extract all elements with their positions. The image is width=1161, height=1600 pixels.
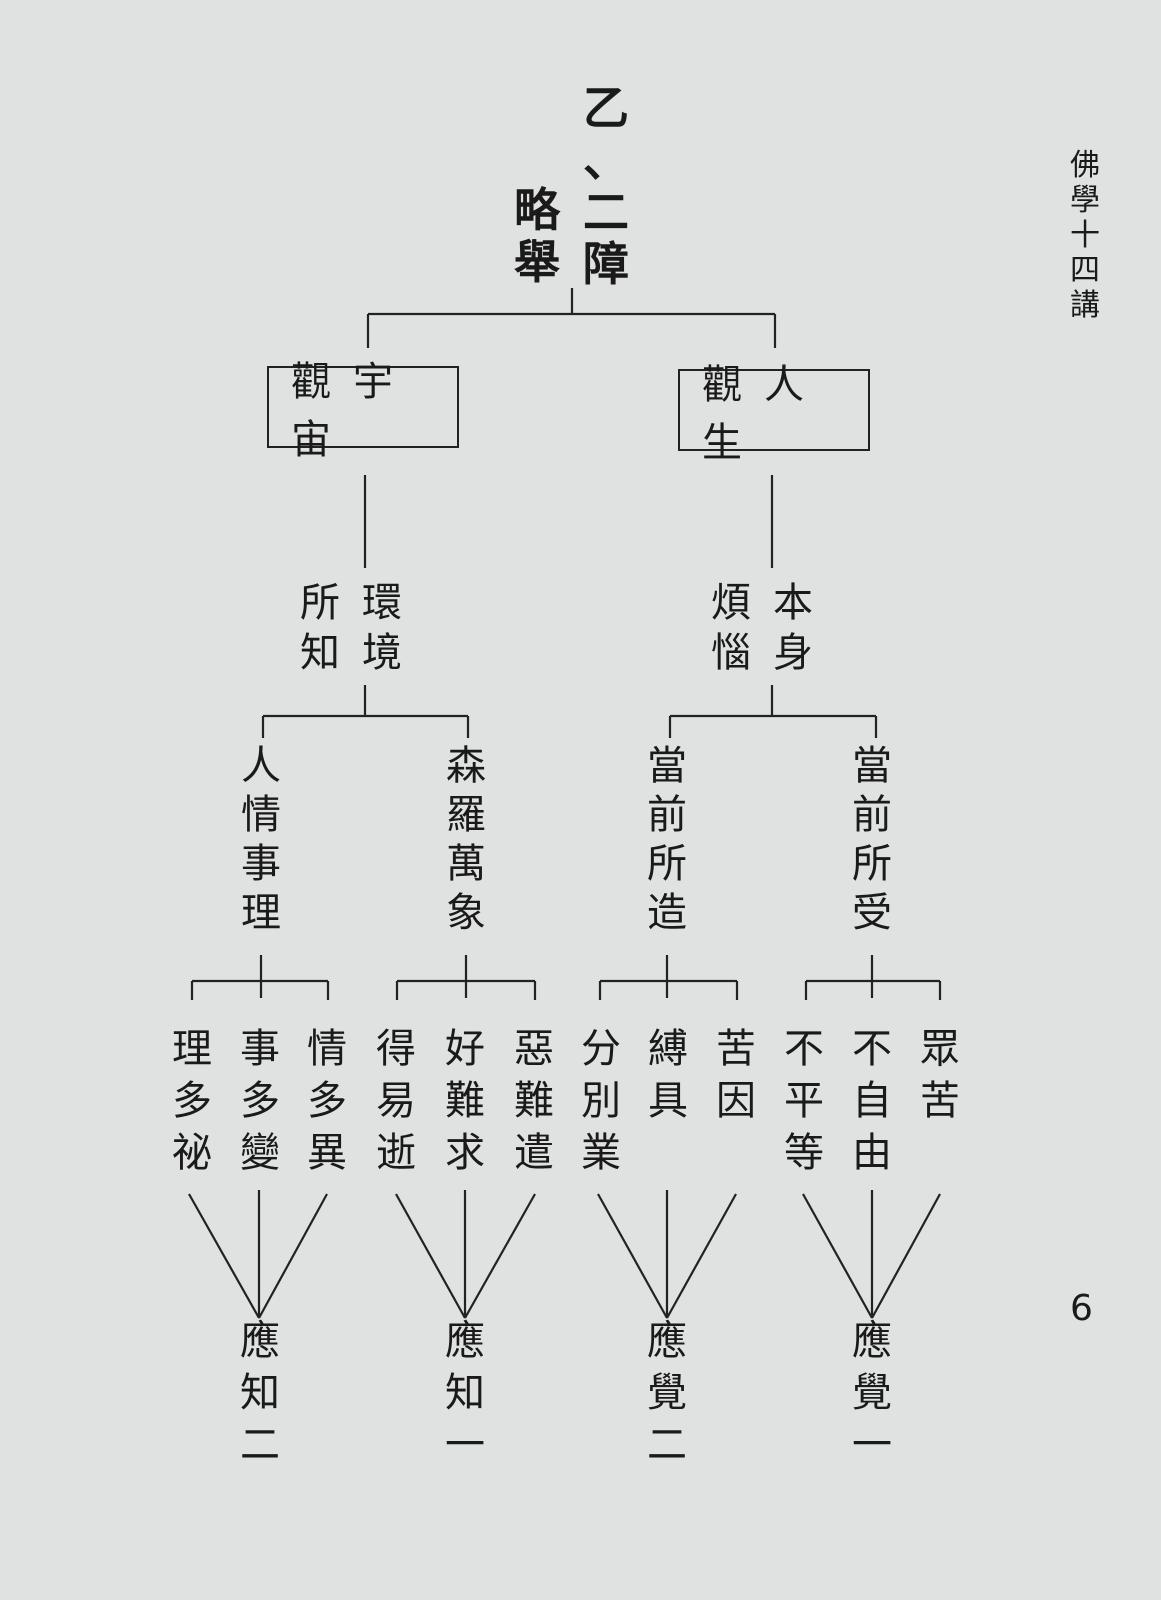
g1-conv-l (188, 1193, 260, 1319)
g4-conv-r (871, 1193, 941, 1319)
leaf-g4-b: 不自由 (852, 1026, 892, 1176)
g3-conv-r (666, 1193, 737, 1319)
leaf-g4-c: 眾苦 (920, 1026, 960, 1124)
leaf-g3-c: 苦因 (716, 1026, 756, 1124)
leaf-g3-b: 縛具 (648, 1026, 688, 1124)
g2-conv-l (395, 1193, 466, 1319)
box-observe-universe: 觀宇宙 (267, 359, 459, 463)
heading-col-left: 略舉 (514, 183, 560, 289)
conclusion-g3: 應覺二 (647, 1318, 687, 1468)
node-human-affairs: 人情事理 (241, 743, 281, 936)
g3-conv-l (597, 1193, 668, 1319)
leaf-g2-a: 得易逝 (376, 1026, 416, 1176)
g2-conv-r (464, 1193, 536, 1319)
leaf-g1-a: 理多祕 (172, 1026, 212, 1176)
node-present-receiving: 當前所受 (852, 743, 892, 936)
node-present-making: 當前所造 (647, 743, 687, 936)
g4-conv-l (802, 1193, 873, 1319)
leaf-g3-a: 分別業 (581, 1026, 621, 1176)
col-knowledge: 所知 (300, 580, 340, 676)
conclusion-g4: 應覺一 (852, 1318, 892, 1468)
node-affliction-self: 本身 煩惱 (711, 578, 813, 678)
col-environment: 環境 (362, 580, 402, 676)
leaf-g2-c: 惡難遣 (514, 1026, 554, 1176)
g1-conv-r (258, 1193, 328, 1319)
col-affliction: 煩惱 (711, 580, 751, 676)
conclusion-g2: 應知一 (445, 1318, 485, 1468)
box-observe-life: 觀人生 (678, 362, 870, 466)
node-myriad-phenomena: 森羅萬象 (446, 743, 486, 936)
leaf-g1-b: 事多變 (240, 1026, 280, 1176)
leaf-g1-c: 情多異 (307, 1026, 347, 1176)
leaf-g2-b: 好難求 (445, 1026, 485, 1176)
book-title: 佛學十四講 (1070, 148, 1100, 323)
leaf-g4-a: 不平等 (784, 1026, 824, 1176)
conclusion-g1: 應知二 (240, 1318, 280, 1468)
col-self: 本身 (773, 580, 813, 676)
page-number: 6 (1070, 1288, 1093, 1329)
node-knowledge-environment: 環境 所知 (300, 578, 402, 678)
heading-col-right: 乙、二障 (583, 81, 629, 291)
